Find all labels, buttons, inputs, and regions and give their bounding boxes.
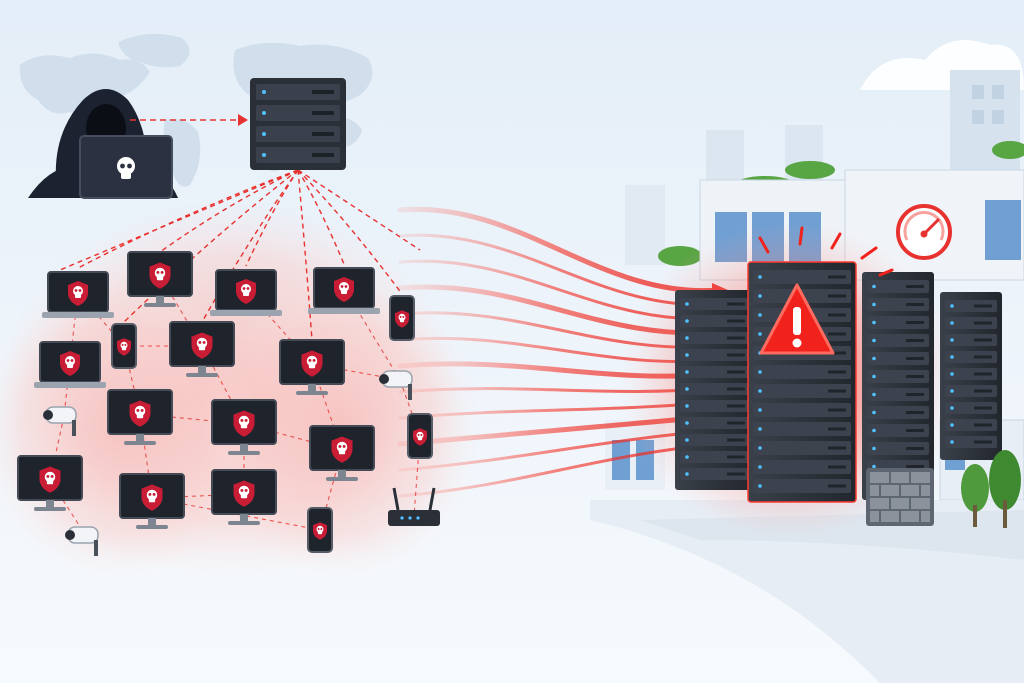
command-link	[59, 169, 299, 271]
mesh-link	[319, 449, 343, 531]
command-link	[77, 169, 299, 269]
bot-phone	[407, 413, 433, 459]
bot-camera	[65, 526, 99, 556]
mesh-link	[49, 415, 65, 481]
command-link	[201, 169, 299, 323]
command-link	[297, 169, 345, 265]
command-server-icon	[250, 78, 346, 170]
firewall-icon	[866, 468, 934, 526]
skull-shield-icon	[236, 279, 256, 304]
bot-laptop	[210, 269, 282, 316]
bot-camera	[43, 406, 77, 436]
server-rack	[862, 272, 934, 500]
bot-monitor	[127, 251, 193, 307]
bot-router	[388, 487, 440, 526]
bot-monitor	[107, 389, 173, 445]
speedometer-icon	[896, 204, 952, 260]
skull-shield-icon	[395, 310, 409, 328]
command-link	[123, 169, 299, 323]
skull-icon	[117, 157, 135, 179]
bot-phone	[307, 507, 333, 553]
command-link	[297, 169, 313, 341]
skull-shield-icon	[129, 400, 151, 427]
target-servers	[620, 204, 1021, 540]
skull-shield-icon	[141, 484, 163, 511]
bot-camera	[379, 370, 413, 400]
bot-monitor	[309, 425, 375, 481]
bot-phone	[389, 295, 415, 341]
bot-monitor	[211, 469, 277, 525]
warning-triangle-icon	[759, 283, 835, 355]
bot-monitor	[169, 321, 235, 377]
server-rack	[675, 290, 755, 490]
skull-shield-icon	[313, 522, 327, 540]
bot-monitor	[211, 399, 277, 455]
bot-phone	[111, 323, 137, 369]
hacker-icon	[28, 89, 178, 199]
bot-laptop	[308, 267, 380, 314]
trees	[961, 450, 1021, 528]
infected-devices	[17, 251, 440, 556]
bot-monitor	[119, 473, 185, 529]
command-link	[297, 169, 421, 251]
skull-shield-icon	[117, 338, 131, 356]
skull-shield-icon	[413, 428, 427, 446]
bot-monitor	[17, 455, 83, 511]
skull-shield-icon	[301, 350, 323, 377]
arrowhead	[238, 114, 248, 126]
skull-shield-icon	[191, 332, 213, 359]
command-links	[59, 169, 421, 341]
skull-shield-icon	[68, 281, 88, 306]
skull-shield-icon	[233, 410, 255, 437]
skull-shield-icon	[331, 436, 353, 463]
server-rack	[940, 292, 1002, 460]
alert-sparks	[758, 226, 894, 277]
server-rack	[747, 261, 857, 503]
skull-shield-icon	[60, 351, 80, 376]
mesh-link	[413, 435, 421, 517]
skull-shield-icon	[334, 277, 354, 302]
skull-shield-icon	[233, 480, 255, 507]
mesh-link	[159, 275, 203, 347]
skull-shield-icon	[39, 466, 61, 493]
mesh-link	[139, 413, 153, 499]
bot-monitor	[279, 339, 345, 395]
bot-laptop	[42, 271, 114, 318]
bot-laptop	[34, 341, 106, 388]
skull-shield-icon	[149, 262, 171, 289]
